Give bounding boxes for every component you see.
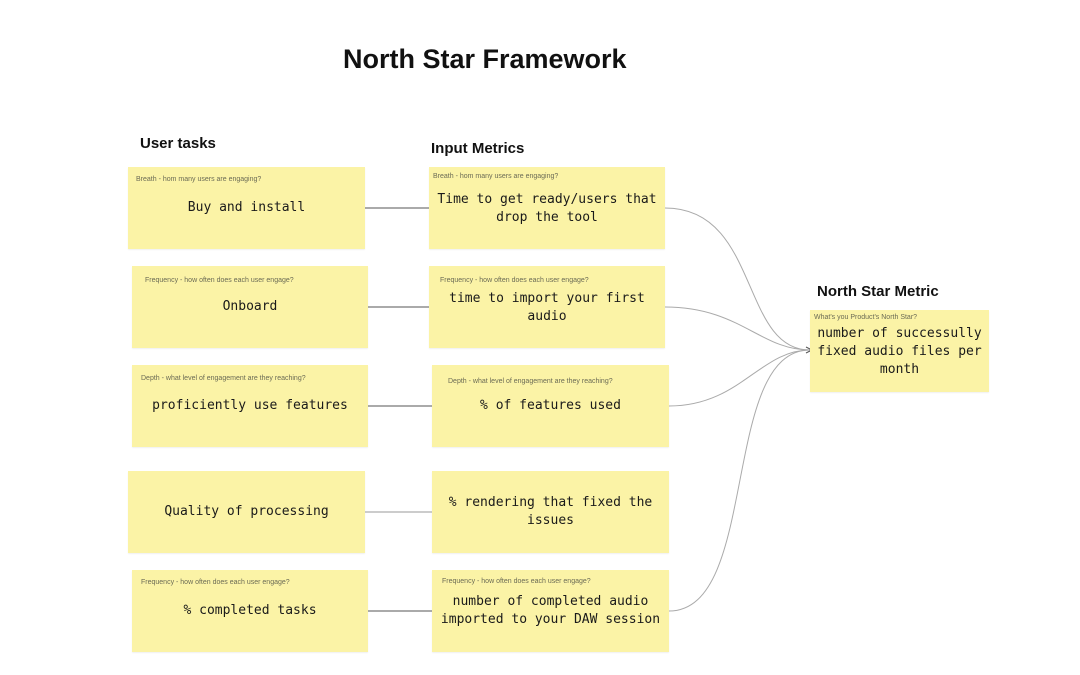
task-text-4: Quality of processing — [164, 504, 329, 519]
input-text-5: number of completed audio imported to yo… — [440, 594, 661, 627]
input-text-2: time to import your first audio — [449, 291, 645, 324]
task-sticky-5[interactable]: Frequency - how often does each user eng… — [132, 570, 368, 652]
input-sticky-4[interactable]: % rendering that fixed the issues — [432, 471, 669, 553]
task-caption-2: Frequency - how often does each user eng… — [145, 277, 294, 284]
input-text-4: % rendering that fixed the issues — [448, 495, 653, 528]
north-star-caption: What's you Product's North Star? — [814, 314, 918, 321]
input-caption-2: Frequency - how often does each user eng… — [440, 277, 589, 284]
north-star-heading: North Star Metric — [817, 283, 939, 300]
task-text-1: Buy and install — [187, 200, 306, 215]
user-tasks-heading: User tasks — [140, 135, 216, 152]
connector-input-2 — [664, 306, 811, 351]
input-caption-5: Frequency - how often does each user eng… — [442, 578, 591, 585]
connector-input-1 — [664, 207, 811, 351]
input-text-1: Time to get ready/users that drop the to… — [437, 192, 657, 225]
page-title: North Star Framework — [343, 44, 627, 74]
north-star-text: number of successully fixed audio files … — [817, 326, 982, 377]
task-caption-5: Frequency - how often does each user eng… — [141, 579, 290, 586]
input-caption-1: Breath - hom many users are engaging? — [433, 173, 559, 180]
task-text-3: proficiently use features — [152, 398, 348, 413]
task-sticky-2[interactable]: Frequency - how often does each user eng… — [132, 266, 368, 348]
task-sticky-4[interactable]: Quality of processing — [128, 471, 365, 553]
input-sticky-1[interactable]: Breath - hom many users are engaging? Ti… — [429, 167, 665, 249]
input-metrics-heading: Input Metrics — [431, 140, 525, 157]
north-star-sticky[interactable]: What's you Product's North Star? number … — [810, 310, 989, 392]
task-sticky-1[interactable]: Breath - hom many users are engaging? Bu… — [128, 167, 365, 249]
input-text-3: % of features used — [480, 398, 621, 413]
input-sticky-2[interactable]: Frequency - how often does each user eng… — [429, 266, 665, 348]
connector-input-3 — [668, 349, 811, 407]
input-sticky-5[interactable]: Frequency - how often does each user eng… — [432, 570, 669, 652]
connector-input-5 — [668, 349, 811, 612]
input-sticky-3[interactable]: Depth - what level of engagement are the… — [432, 365, 669, 447]
task-text-5: % completed tasks — [183, 603, 317, 618]
input-caption-3: Depth - what level of engagement are the… — [448, 378, 613, 385]
task-caption-3: Depth - what level of engagement are the… — [141, 375, 306, 382]
task-caption-1: Breath - hom many users are engaging? — [136, 176, 262, 183]
task-text-2: Onboard — [222, 299, 278, 314]
task-sticky-3[interactable]: Depth - what level of engagement are the… — [132, 365, 368, 447]
